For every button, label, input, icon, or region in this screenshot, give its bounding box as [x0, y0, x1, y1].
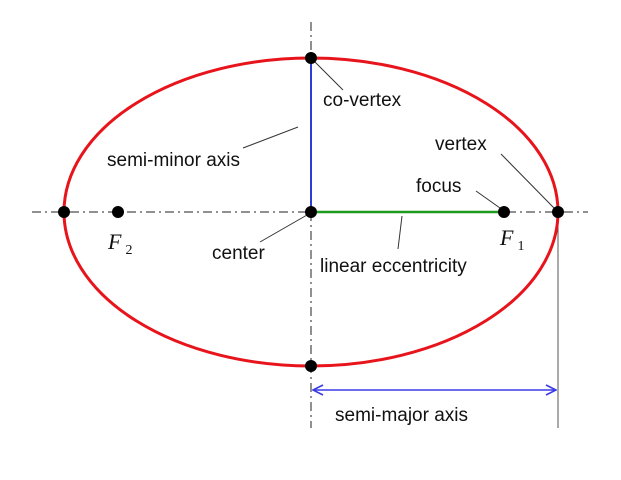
semi-minor-axis-label: semi-minor axis: [107, 150, 240, 171]
focus-leader: [475, 190, 501, 209]
linear-eccentricity-leader: [397, 215, 403, 250]
top-co-vertex-point: [305, 52, 317, 64]
focus-1-point: [498, 206, 510, 218]
focus-2-subscript: 2: [125, 243, 132, 258]
vertex-label: vertex: [435, 134, 487, 155]
co-vertex-label: co-vertex: [323, 90, 402, 111]
bottom-co-vertex-point: [305, 360, 317, 372]
semi-major-axis-label: semi-major axis: [335, 405, 468, 426]
focus-2-label: F 2: [107, 229, 132, 258]
co-vertex-leader: [312, 59, 344, 91]
focus-1-subscript: 1: [517, 239, 524, 254]
center-label: center: [212, 243, 265, 264]
right-vertex-point: [552, 206, 564, 218]
left-vertex-point: [58, 206, 70, 218]
focus-label: focus: [416, 176, 461, 197]
focus-2-base: F: [107, 229, 122, 254]
linear-eccentricity-label: linear eccentricity: [320, 256, 467, 277]
focus-1-label: F 1: [499, 225, 524, 254]
semi-minor-axis-leader: [242, 126, 299, 149]
vertex-leader: [500, 153, 555, 209]
center-point: [305, 206, 317, 218]
focus-2-point: [112, 206, 124, 218]
focus-1-base: F: [499, 225, 514, 250]
center-leader: [259, 214, 308, 243]
